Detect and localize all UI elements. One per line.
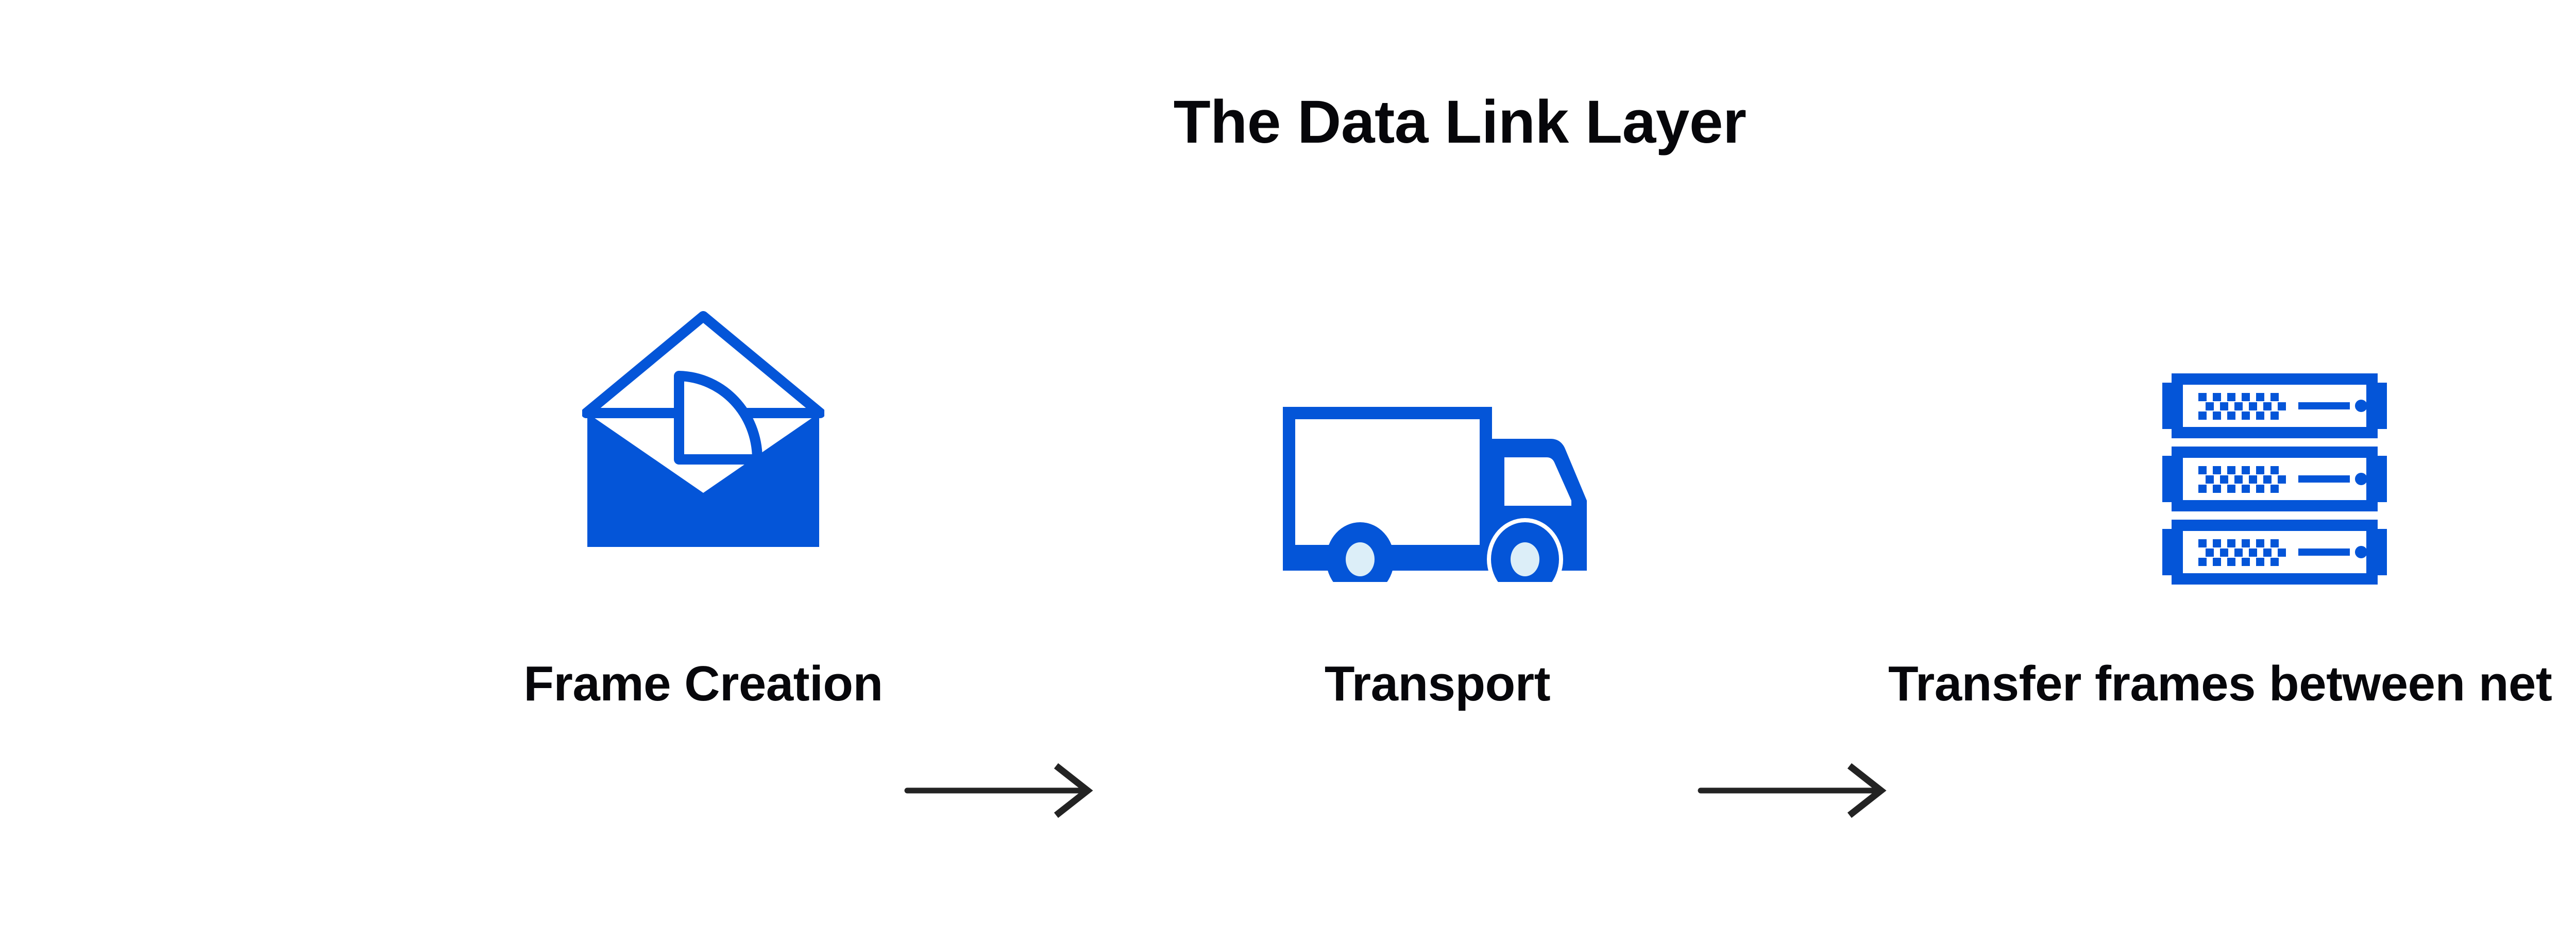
delivery-truck-icon bbox=[1283, 407, 1587, 582]
flow-step-label-transport: Transport bbox=[1324, 656, 1551, 711]
flow-step-label-transfer-frames: Transfer frames between net bbox=[1888, 659, 2552, 709]
flow-step-label-frame-creation: Frame Creation bbox=[523, 656, 883, 711]
server-stack-icon bbox=[2162, 373, 2387, 585]
server-unit-2 bbox=[2162, 447, 2387, 511]
flow-step-transport: Transport bbox=[1115, 288, 1759, 752]
flow-step-transfer-frames: Transfer frames between net bbox=[1759, 288, 2576, 752]
flow-step-icon-wrapper bbox=[1115, 288, 1759, 618]
flow-step-frame-creation: Frame Creation bbox=[291, 288, 1115, 752]
arrow-right-icon-2 bbox=[1698, 763, 1887, 818]
server-unit-3 bbox=[2162, 520, 2387, 585]
server-unit-1 bbox=[2162, 373, 2387, 438]
page-title: The Data Link Layer bbox=[1173, 88, 1747, 156]
flow-step-icon-wrapper bbox=[1759, 288, 2576, 618]
flow-step-icon-wrapper bbox=[291, 288, 1115, 618]
process-flow: Frame Creation bbox=[0, 288, 2576, 818]
arrow-right-icon-1 bbox=[904, 763, 1093, 818]
open-envelope-icon bbox=[582, 311, 824, 547]
